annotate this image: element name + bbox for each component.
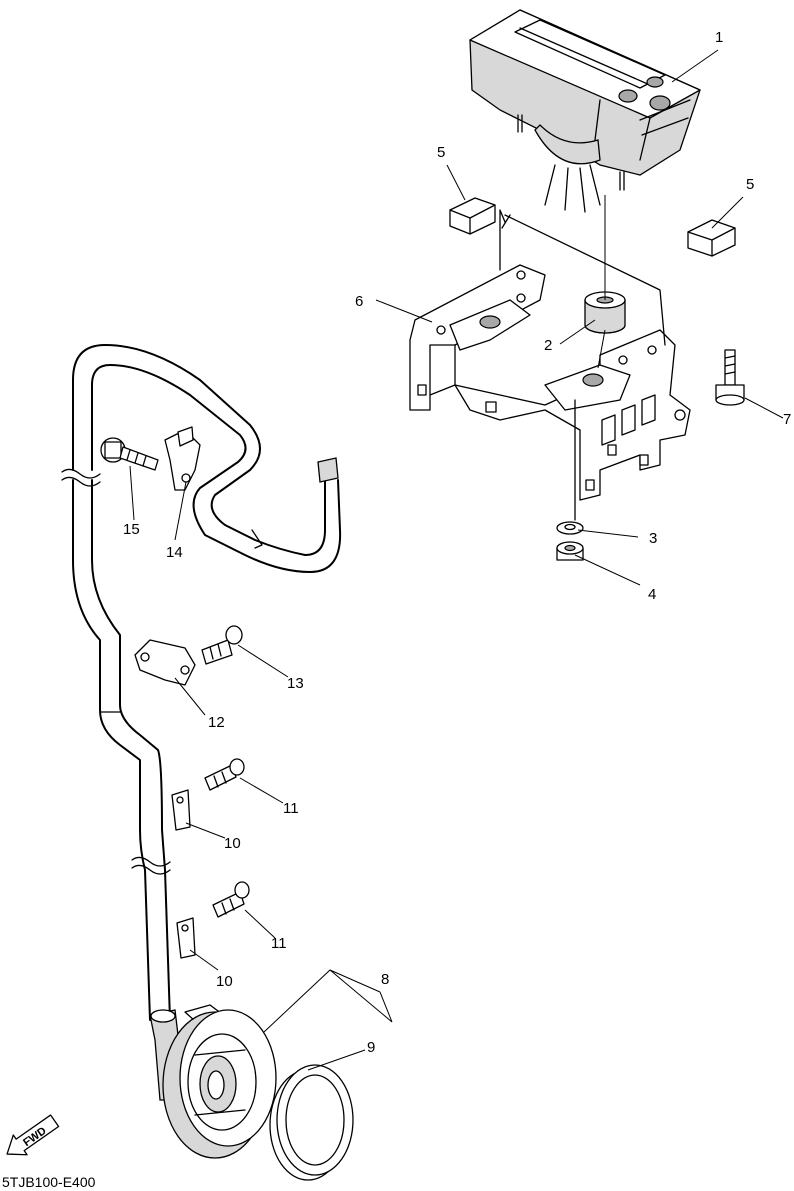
callout-5-right: 5 [746,176,754,193]
speedometer-cable [61,344,342,1021]
diagram-code: 5TJB100-E400 [2,1174,96,1190]
leader-lines [129,49,784,1071]
cable-guide-12 [134,639,196,686]
callout-6: 6 [355,293,363,310]
callout-1: 1 [715,29,723,46]
meter-assembly [469,9,701,213]
callout-10-upper: 10 [224,835,241,852]
cable-clamp-14 [164,426,201,491]
meter-bracket [409,209,691,501]
callout-10-lower: 10 [216,973,233,990]
callout-7: 7 [783,411,791,428]
callout-8: 8 [381,971,389,988]
speedometer-gear-unit [149,1004,277,1159]
callout-11-lower: 11 [271,935,287,952]
bracket-bolt [715,349,745,406]
callout-5-left: 5 [437,144,445,161]
screw-13 [201,625,243,665]
screw-11-lower [212,881,250,918]
rubber-pad-right [687,219,736,257]
washer [556,521,584,535]
flange-nut [556,541,584,561]
callout-9: 9 [367,1039,375,1056]
callout-12: 12 [208,714,225,731]
clip-10-lower [176,917,196,959]
callout-15: 15 [123,521,140,538]
oil-seal [269,1064,354,1181]
callout-14: 14 [166,544,183,561]
callout-11-upper: 11 [283,800,299,817]
fwd-arrow-icon: FWD [6,1114,60,1156]
rubber-pad-left [449,197,496,235]
callout-labels: 1 2 3 4 5 5 6 7 8 9 10 10 11 11 12 13 14… [123,29,791,1056]
screw-11-upper [204,758,245,791]
clamp-bolt-15 [100,437,159,471]
callout-13: 13 [287,675,304,692]
clip-10-upper [171,789,191,831]
callout-4: 4 [648,586,656,603]
callout-3: 3 [649,530,657,547]
callout-2: 2 [544,337,552,354]
